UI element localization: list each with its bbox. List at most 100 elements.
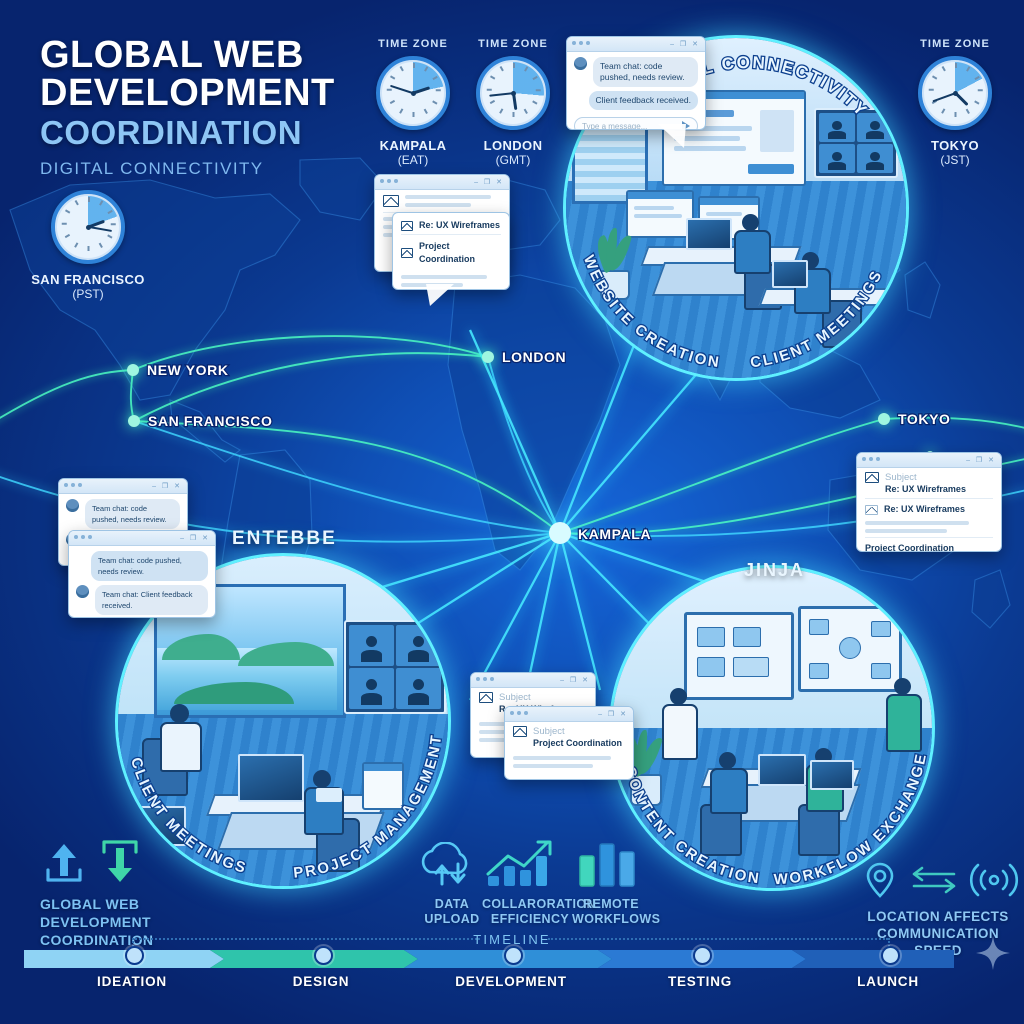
scene-jinja-label: JINJA (744, 560, 806, 580)
timeline-track (24, 950, 954, 968)
footer-remote-workflows: REMOTE WORKFLOWS (572, 838, 661, 927)
map-node-kampala[interactable] (549, 522, 571, 544)
footer-left-line1: GLOBAL WEB (40, 896, 140, 912)
email-subject: Project Coordination (419, 241, 475, 264)
email-subject: Project Coordination (865, 543, 955, 552)
envelope-icon (401, 248, 413, 258)
footer-center-line1: COLLARORATION (482, 897, 596, 911)
title-line-2: DEVELOPMENT (40, 72, 335, 114)
footer-left-group: GLOBAL WEB DEVELOPMENT COORDINATION (40, 838, 170, 949)
chat-message-incoming: Team chat: code pushed, needs review. (593, 57, 698, 87)
timezone-caption: TIME ZONE (478, 38, 548, 50)
timezone-city: SAN FRANCISCO (31, 272, 145, 287)
whiteboard-left (684, 612, 794, 700)
timeline-node-development[interactable] (503, 946, 523, 965)
page-title: GLOBAL WEB DEVELOPMENT COORDINATION DIGI… (40, 36, 460, 180)
timeline: TIMELINE IDEATION DESIGN DEVELOPMENT TES… (0, 914, 1024, 1024)
timezone-city: LONDON (483, 138, 543, 153)
footer-collaboration-efficiency: COLLARORATION EFFICIENCY (482, 838, 596, 927)
svg-text:CLIENT MEETINGS: CLIENT MEETINGS (749, 267, 886, 372)
footer-right-line1: LOCATION AFFECTS (867, 909, 1009, 924)
timezone-caption: TIME ZONE (378, 38, 448, 50)
footer-data-upload: DATA UPLOAD (414, 841, 490, 927)
person-figure (160, 704, 204, 772)
clock-tokyo (918, 56, 992, 130)
map-label-new-york: NEW YORK (147, 362, 229, 378)
send-icon[interactable] (682, 121, 690, 129)
map-node-san-francisco[interactable] (128, 415, 140, 427)
chat-card-top-tail (658, 124, 686, 148)
map-label-san-francisco: SAN FRANCISCO (148, 413, 272, 429)
footer-left-line3: COORDINATION (40, 932, 154, 948)
avatar (76, 585, 89, 598)
email-card-top-tail (426, 284, 454, 306)
timeline-node-ideation[interactable] (124, 946, 144, 965)
timezone-caption: TIME ZONE (920, 38, 990, 50)
email-subject-label: Subject (533, 726, 565, 737)
exchange-arrows-icon (912, 866, 956, 894)
timezone-tokyo: TIME ZONE TOKYO (JST) (900, 38, 1010, 167)
footer-center-line1: REMOTE (583, 897, 639, 911)
timezone-code: (JST) (940, 153, 970, 167)
footer-center-line2: WORKFLOWS (572, 912, 661, 926)
timeline-node-design[interactable] (313, 946, 333, 965)
scene-entebbe-bottom-labels: CLIENT MEETINGS PROJECT MANAGEMENT (126, 731, 445, 883)
footer-center-line1: DATA (434, 897, 470, 911)
bar-chart-icon (579, 843, 635, 887)
clock-kampala (376, 56, 450, 130)
person-figure (708, 752, 748, 814)
timezone-city: TOKYO (931, 138, 979, 153)
chat-message-incoming: Team chat: Client feedback received. (95, 585, 208, 615)
trend-chart-icon (486, 840, 552, 886)
map-pin-icon (866, 862, 894, 898)
timezone-code: (EAT) (397, 153, 429, 167)
timezone-san-francisco: SAN FRANCISCO (PST) (24, 190, 152, 301)
chat-message-incoming: Team chat: code pushed, needs review. (85, 499, 180, 529)
sparkle-icon (976, 936, 1010, 970)
map-node-tokyo[interactable] (878, 413, 890, 425)
timezone-code: (GMT) (495, 153, 531, 167)
footer-center-line2: UPLOAD (424, 912, 480, 926)
svg-text:WEBSITE CREATION: WEBSITE CREATION (580, 253, 722, 371)
map-node-new-york[interactable] (127, 364, 139, 376)
signal-icon (969, 863, 1019, 897)
video-call-grid (344, 620, 446, 714)
timezone-kampala: TIME ZONE KAMPALA (EAT) (358, 38, 468, 167)
scene-kampala-bottom-labels: WEBSITE CREATION CLIENT MEETINGS (579, 252, 886, 373)
person-figure (660, 688, 698, 774)
scene-entebbe-label: ENTEBBE (232, 528, 337, 549)
footer-center-line2: EFFICIENCY (490, 912, 570, 926)
person-figure (884, 678, 922, 766)
email-card-bottom-b[interactable]: – ❐ ✕ Subject Project Coordination (504, 706, 634, 780)
whiteboard-right (798, 606, 902, 692)
chat-card-top[interactable]: – ❐ ✕ Team chat: code pushed, needs revi… (566, 36, 706, 130)
email-subject: Re: UX Wireframes (419, 220, 500, 230)
scene-jinja-bottom-labels: CONTENT CREATION WORKFLOW EXCHANGE (620, 750, 930, 890)
map-label-tokyo: TOKYO (898, 411, 951, 427)
map-node-london[interactable] (482, 351, 494, 363)
video-call-grid (814, 108, 898, 178)
timeline-node-launch[interactable] (880, 946, 900, 965)
upload-download-icons (46, 840, 138, 882)
timeline-label-development: DEVELOPMENT (455, 974, 567, 989)
email-subject: Re: UX Wireframes (885, 484, 966, 494)
chat-card-left-front[interactable]: – ❐ ✕ Team chat: code pushed, needs revi… (68, 530, 216, 618)
timeline-title: TIMELINE (473, 932, 551, 947)
timeline-node-testing[interactable] (692, 946, 712, 965)
timeline-label-ideation: IDEATION (97, 974, 167, 989)
envelope-icon (513, 726, 527, 737)
upload-icon (46, 868, 82, 882)
email-card-top-front[interactable]: Re: UX Wireframes Project Coordination (392, 212, 510, 290)
scene-entebbe-office (118, 556, 448, 886)
timezone-city: KAMPALA (379, 138, 447, 153)
avatar (574, 57, 587, 70)
cloud-upload-icon (421, 841, 468, 886)
chat-input-placeholder: Type a message... (582, 121, 648, 130)
timeline-label-testing: TESTING (667, 974, 733, 989)
map-label-kampala: KAMPALA (578, 526, 651, 542)
email-card-right[interactable]: – ❐ ✕ Subject Re: UX Wireframes Re: UX W… (856, 452, 1002, 552)
chat-message-outgoing: Client feedback received. (588, 91, 698, 110)
timeline-label-design: DESIGN (292, 974, 350, 989)
title-subtitle: DIGITAL CONNECTIVITY (40, 159, 264, 178)
